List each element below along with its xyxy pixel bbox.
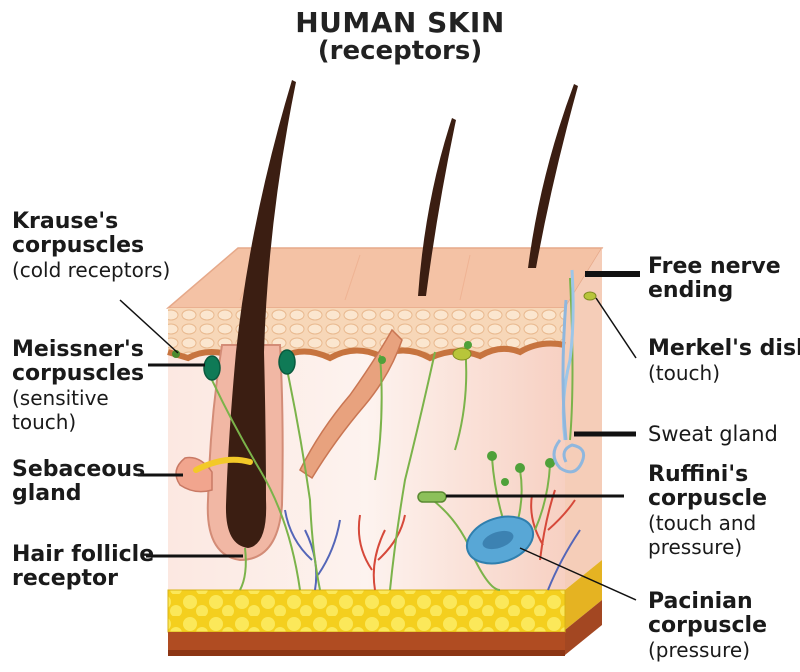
label-pacinian-line2: corpuscle (648, 614, 767, 638)
label-sebaceous-line2: gland (12, 482, 145, 506)
label-merkel-line2: (touch) (648, 361, 800, 385)
label-ruffini: Ruffini's corpuscle (touch and pressure) (648, 463, 767, 559)
label-meissner: Meissner's corpuscles (sensitive touch) (12, 338, 144, 434)
label-hair-follicle: Hair follicle receptor (12, 543, 154, 591)
label-meissner-line2: corpuscles (12, 362, 144, 386)
label-krause-line3: (cold receptors) (12, 258, 170, 282)
label-sebaceous: Sebaceous gland (12, 458, 145, 506)
label-free-nerve-line2: ending (648, 279, 781, 303)
label-free-nerve-line1: Free nerve (648, 255, 781, 279)
label-merkel: Merkel's disk (touch) (648, 337, 800, 385)
label-ruffini-line1: Ruffini's (648, 463, 767, 487)
label-pacinian-line1: Pacinian (648, 590, 767, 614)
label-sebaceous-line1: Sebaceous (12, 458, 145, 482)
label-ruffini-line2: corpuscle (648, 487, 767, 511)
label-meissner-line1: Meissner's (12, 338, 144, 362)
label-hair-follicle-line1: Hair follicle (12, 543, 154, 567)
label-ruffini-line4: pressure) (648, 535, 767, 559)
label-sweat-line1: Sweat gland (648, 422, 778, 446)
fat-layer (168, 590, 565, 632)
label-sweat: Sweat gland (648, 422, 778, 446)
hair-follicle (208, 345, 283, 560)
label-free-nerve: Free nerve ending (648, 255, 781, 303)
label-meissner-line4: touch) (12, 410, 144, 434)
label-ruffini-line3: (touch and (648, 511, 767, 535)
label-pacinian: Pacinian corpuscle (pressure) (648, 590, 767, 662)
label-meissner-line3: (sensitive (12, 386, 144, 410)
ruffini-corpuscle (418, 492, 446, 502)
title-line-1: HUMAN SKIN (0, 6, 800, 39)
label-krause-line2: corpuscles (12, 234, 170, 258)
label-merkel-line1: Merkel's disk (648, 337, 800, 361)
title-line-2: (receptors) (0, 36, 800, 66)
label-pacinian-line3: (pressure) (648, 638, 767, 662)
label-krause: Krause's corpuscles (cold receptors) (12, 210, 170, 282)
label-krause-line1: Krause's (12, 210, 170, 234)
label-hair-follicle-line2: receptor (12, 567, 154, 591)
